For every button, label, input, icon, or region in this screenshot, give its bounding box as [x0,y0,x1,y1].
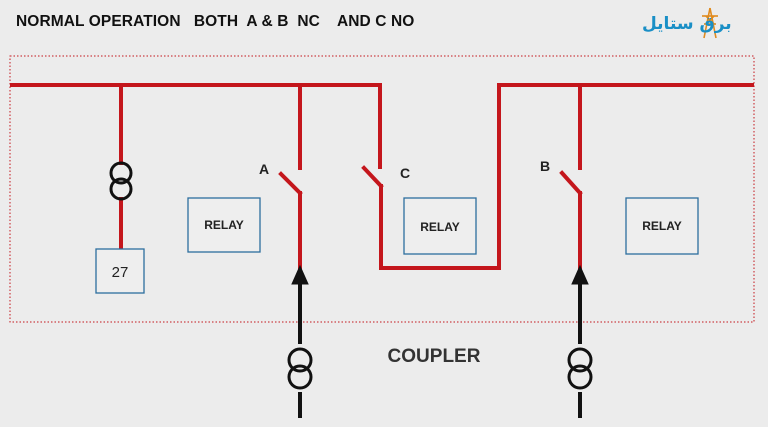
breaker-c-blade [361,165,384,189]
coupler-label: COUPLER [388,346,481,367]
breaker-b-blade [559,170,583,196]
relay-box-a [187,197,261,253]
logo-tower-icon [702,7,718,39]
incomer-b-arrowhead [571,264,589,285]
switch-label-c: C [400,165,410,181]
relay-box-c [403,197,477,255]
diagram-title: NORMAL OPERATION BOTH A & B NC AND C NO [16,13,415,30]
panel-boundary [9,55,755,323]
relay-label-b: RELAY [642,219,682,233]
breaker-a-blade [278,171,303,196]
meter-box-27 [95,248,145,294]
voltage-transformer-icon [109,161,133,201]
relay-label-a: RELAY [204,218,244,232]
meter-label-27: 27 [112,264,129,281]
switch-label-a: A [259,161,269,177]
logo-text: برق ستایل [642,14,732,34]
relay-box-b [625,197,699,255]
relay-label-c: RELAY [420,220,460,234]
current-transformer-b-icon [567,347,593,390]
brand-logo: برق ستایل [640,6,758,42]
incomer-a-arrowhead [291,264,309,285]
switch-label-b: B [540,158,550,174]
current-transformer-a-icon [287,347,313,390]
